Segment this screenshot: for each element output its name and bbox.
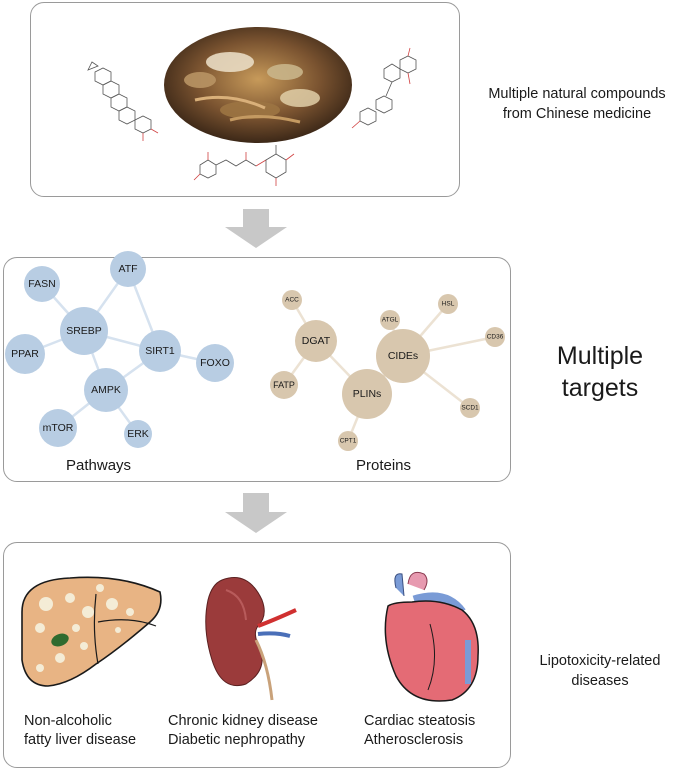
targets-label-line1: Multiple [556, 342, 644, 370]
nafld-caption-line1: Non-alcoholic [24, 713, 112, 729]
protein-network: ACC HSL ATGL DGAT CIDEs CD36 FATP PLINs … [270, 290, 505, 451]
proteins-caption: Proteins [356, 457, 412, 474]
node-fasn [24, 266, 60, 302]
pathway-label-foxo: FOXO [200, 357, 230, 369]
node-hsl [438, 294, 458, 314]
node-foxo [196, 344, 234, 382]
pathway-label-srebp: SREBP [66, 325, 102, 337]
node-cd36 [485, 327, 505, 347]
protein-node-circles [270, 290, 505, 451]
node-acc [282, 290, 302, 310]
compounds-label-line2: from Chinese medicine [502, 106, 652, 122]
node-mtor [39, 409, 77, 447]
kidney-caption-line1: Chronic kidney disease [168, 713, 318, 729]
node-ampk [84, 368, 128, 412]
targets-label-line2: targets [561, 374, 639, 402]
node-atgl [380, 310, 400, 330]
diseases-label: Lipotoxicity-related diseases [520, 651, 680, 691]
arrow-down-2 [225, 493, 287, 533]
node-dgat [295, 320, 337, 362]
molecule-bottom [193, 145, 295, 186]
heart-icon [384, 571, 479, 702]
heart-caption: Cardiac steatosis Atherosclerosis [364, 712, 475, 750]
diseases-label-line1: Lipotoxicity-related [539, 653, 661, 669]
pathway-label-sirt1: SIRT1 [145, 345, 175, 357]
node-plins [342, 369, 392, 419]
protein-label-cides: CIDEs [388, 350, 418, 362]
heart-caption-line1: Cardiac steatosis [364, 713, 476, 729]
node-fatp [270, 371, 298, 399]
molecule-left [87, 61, 159, 141]
diseases-label-line2: diseases [571, 673, 629, 689]
node-srebp [60, 307, 108, 355]
protein-label-hsl: HSL [442, 301, 455, 308]
arrow-down-1 [225, 209, 287, 248]
node-ppar [5, 334, 45, 374]
pathway-label-atf: ATF [118, 263, 137, 275]
heart-caption-line2: Atherosclerosis [364, 732, 464, 748]
protein-label-plins: PLINs [353, 388, 382, 400]
protein-label-dgat: DGAT [302, 335, 331, 347]
pathway-label-erk: ERK [127, 428, 149, 440]
protein-label-scd1: SCD1 [461, 405, 479, 412]
nafld-caption-line2: fatty liver disease [24, 732, 137, 748]
node-sirt1 [139, 330, 181, 372]
protein-label-cd36: CD36 [487, 334, 504, 341]
pathway-network: FASN ATF SREBP SIRT1 PPAR FOXO AMPK mTOR… [5, 251, 234, 448]
liver-icon [21, 576, 162, 687]
protein-label-acc: ACC [285, 297, 299, 304]
kidney-caption: Chronic kidney disease Diabetic nephropa… [168, 712, 318, 750]
targets-label: Multiple targets [520, 340, 680, 404]
node-atf [110, 251, 146, 287]
node-erk [124, 420, 152, 448]
molecule-right [351, 47, 417, 129]
kidney-caption-line2: Diabetic nephropathy [168, 732, 306, 748]
kidney-icon [205, 577, 297, 701]
node-scd1 [460, 398, 480, 418]
protein-label-cpt1: CPT1 [340, 438, 357, 445]
protein-label-atgl: ATGL [382, 317, 399, 324]
pathway-label-fasn: FASN [28, 278, 55, 290]
node-cpt1 [338, 431, 358, 451]
pathway-node-circles [5, 251, 234, 448]
compounds-label-line1: Multiple natural compounds [488, 86, 666, 102]
pathways-caption: Pathways [66, 457, 132, 474]
herbal-medicine-image [164, 27, 352, 143]
pathway-label-ppar: PPAR [11, 348, 39, 360]
nafld-caption: Non-alcoholic fatty liver disease [24, 712, 136, 750]
node-cides [376, 329, 430, 383]
protein-label-fatp: FATP [273, 380, 295, 390]
pathway-label-ampk: AMPK [91, 384, 121, 396]
pathway-label-mtor: mTOR [43, 422, 74, 434]
compounds-label: Multiple natural compounds from Chinese … [468, 84, 685, 124]
